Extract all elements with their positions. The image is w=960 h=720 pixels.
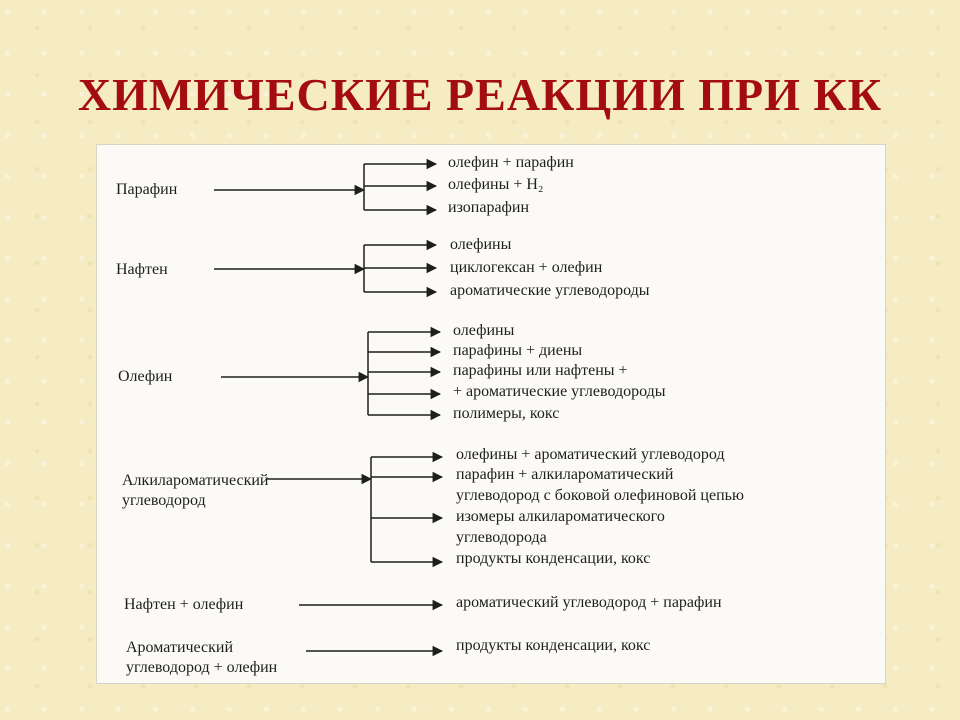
reactant-label: Алкилароматический (122, 472, 269, 489)
reactant-label: углеводород + олефин (126, 659, 278, 676)
reactant-label: углеводород (122, 492, 206, 509)
product-label: циклогексан + олефин (450, 259, 603, 276)
product-label: олефин + парафин (448, 154, 574, 171)
diagram-arrows (214, 158, 444, 657)
reactant-label: Олефин (118, 368, 173, 385)
product-label: ароматические углеводороды (450, 282, 650, 299)
page-title: ХИМИЧЕСКИЕ РЕАКЦИИ ПРИ КК (77, 69, 883, 120)
product-label: парафины + диены (453, 342, 583, 359)
product-label: изомеры алкилароматического (456, 508, 665, 525)
product-label: углеводород с боковой олефиновой цепью (456, 487, 744, 504)
product-label: олефины + H₂ (448, 176, 544, 193)
product-label: изопарафин (448, 199, 530, 216)
product-label: олефины (450, 236, 512, 253)
product-label: полимеры, кокс (453, 405, 560, 422)
product-label: продукты конденсации, кокс (456, 550, 651, 567)
product-label: углеводорода (456, 529, 547, 546)
product-label: олефины (453, 322, 515, 339)
reactant-label: Нафтен + олефин (124, 596, 244, 613)
reactant-label: Парафин (116, 181, 178, 198)
product-label: парафины или нафтены + (453, 362, 628, 379)
reactant-label: Нафтен (116, 261, 168, 278)
reaction-diagram: Парафин Нафтен Олефин Алкилароматический… (96, 144, 886, 684)
product-label: парафин + алкилароматический (456, 466, 674, 483)
product-label: + ароматические углеводороды (453, 383, 666, 400)
product-label: олефины + ароматический углеводород (456, 446, 725, 463)
product-label: ароматический углеводород + парафин (456, 594, 722, 611)
product-label: продукты конденсации, кокс (456, 637, 651, 654)
reactant-label: Ароматический (126, 639, 234, 656)
